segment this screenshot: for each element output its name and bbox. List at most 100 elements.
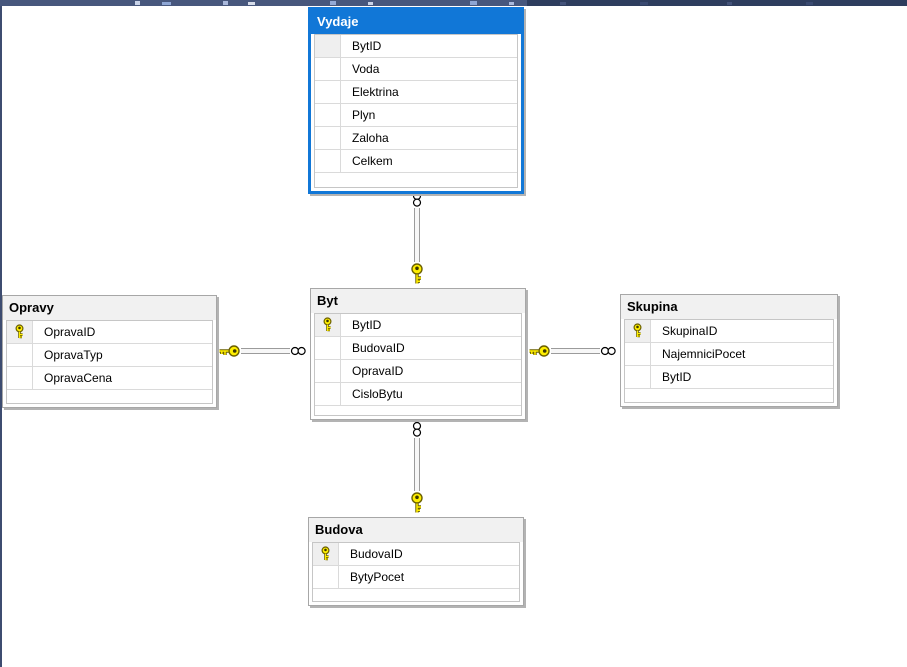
field-grid: BudovaID BytyPocet [312,542,520,602]
row-selector[interactable] [7,367,33,389]
primary-key-icon [14,324,25,340]
table-row[interactable]: NajemniciPocet [625,343,833,366]
field-name: Elektrina [352,85,399,99]
toolbar-icon-fragment [727,2,732,5]
empty-row[interactable] [7,390,212,403]
table-row[interactable]: BytID [625,366,833,389]
field-grid: SkupinaID NajemniciPocet BytID [624,319,834,403]
relation-line[interactable] [241,348,290,354]
toolbar-icon-fragment [223,1,228,5]
row-selector[interactable] [315,360,341,382]
row-selector[interactable] [313,566,339,588]
toolbar-icon-fragment [162,2,171,5]
row-selector[interactable] [315,81,341,103]
row-selector[interactable] [313,543,339,565]
row-selector[interactable] [315,150,341,172]
table-row[interactable]: BytID [315,314,521,337]
table-row[interactable]: SkupinaID [625,320,833,343]
toolbar-icon-fragment [135,1,140,5]
toolbar-icon-fragment [560,2,566,5]
toolbar-strip-dark-segment [527,0,907,6]
field-name: BytID [352,39,382,53]
toolbar-icon-fragment [806,2,813,5]
field-name: Zaloha [352,131,389,145]
table-skupina[interactable]: Skupina SkupinaID NajemniciPocet BytID [620,294,838,407]
toolbar-icon-fragment [640,2,648,5]
row-selector[interactable] [315,104,341,126]
table-budova[interactable]: Budova BudovaID BytyPocet [308,517,524,606]
row-selector[interactable] [315,58,341,80]
table-header[interactable]: Budova [309,518,523,542]
field-name: BytyPocet [350,570,405,584]
many-cardinality-icon [412,421,422,437]
field-name: Celkem [352,154,393,168]
table-row[interactable]: BudovaID [313,543,519,566]
table-header[interactable]: Opravy [3,296,216,320]
toolbar-icon-fragment [509,2,514,5]
relation-byt-skupina[interactable] [527,342,620,360]
field-name: BudovaID [350,547,403,561]
row-selector[interactable] [315,127,341,149]
table-byt[interactable]: Byt BytID BudovaID OpravaID CisloBytu [310,288,526,420]
row-selector[interactable] [315,337,341,359]
relation-line[interactable] [414,438,420,491]
table-vydaje[interactable]: Vydaje BytID Voda Elektrina Plyn Zaloha … [308,7,524,194]
empty-row[interactable] [315,173,517,187]
empty-row[interactable] [315,406,521,415]
relation-opravy-byt[interactable] [217,342,310,360]
field-name: SkupinaID [662,324,718,338]
relation-line[interactable] [551,348,600,354]
row-selector[interactable] [7,321,33,343]
key-cardinality-icon [410,262,424,286]
toolbar-strip[interactable] [0,0,907,6]
relation-line[interactable] [414,208,420,262]
field-name: Voda [352,62,380,76]
table-row[interactable]: Plyn [315,104,517,127]
table-row[interactable]: Celkem [315,150,517,173]
table-row[interactable]: BudovaID [315,337,521,360]
table-row[interactable]: BytID [315,35,517,58]
row-selector[interactable] [315,383,341,405]
field-name: OpravaID [44,325,96,339]
key-cardinality-icon [410,491,424,515]
relation-budova-byt[interactable] [408,420,426,517]
empty-row[interactable] [313,589,519,601]
relation-byt-vydaje[interactable] [408,190,426,288]
table-row[interactable]: CisloBytu [315,383,521,406]
empty-row[interactable] [625,389,833,402]
field-grid: BytID BudovaID OpravaID CisloBytu [314,313,522,416]
table-opravy[interactable]: Opravy OpravaID OpravaTyp OpravaCena [2,295,217,408]
row-selector[interactable] [625,343,651,365]
table-row[interactable]: Zaloha [315,127,517,150]
row-selector[interactable] [625,366,651,388]
primary-key-icon [322,317,333,333]
table-row[interactable]: OpravaCena [7,367,212,390]
field-name: OpravaCena [44,371,113,385]
row-selector[interactable] [625,320,651,342]
table-row[interactable]: OpravaID [7,321,212,344]
toolbar-icon-fragment [330,1,336,5]
row-selector[interactable] [7,344,33,366]
field-name: BytID [662,370,692,384]
table-row[interactable]: OpravaID [315,360,521,383]
table-row[interactable]: Voda [315,58,517,81]
toolbar-icon-fragment [470,1,477,5]
table-header[interactable]: Skupina [621,295,837,319]
table-header[interactable]: Byt [311,289,525,313]
table-row[interactable]: Elektrina [315,81,517,104]
toolbar-icon-fragment [368,2,373,5]
row-selector[interactable] [315,314,341,336]
field-name: Plyn [352,108,376,122]
field-name: BytID [352,318,382,332]
table-row[interactable]: OpravaTyp [7,344,212,367]
primary-key-icon [320,546,331,562]
table-header[interactable]: Vydaje [311,10,521,34]
many-cardinality-icon [290,346,306,356]
field-name: BudovaID [352,341,405,355]
table-row[interactable]: BytyPocet [313,566,519,589]
field-name: NajemniciPocet [662,347,746,361]
row-selector[interactable] [315,35,341,57]
field-name: OpravaTyp [44,348,103,362]
field-grid: BytID Voda Elektrina Plyn Zaloha Celkem [314,34,518,188]
field-name: OpravaID [352,364,404,378]
